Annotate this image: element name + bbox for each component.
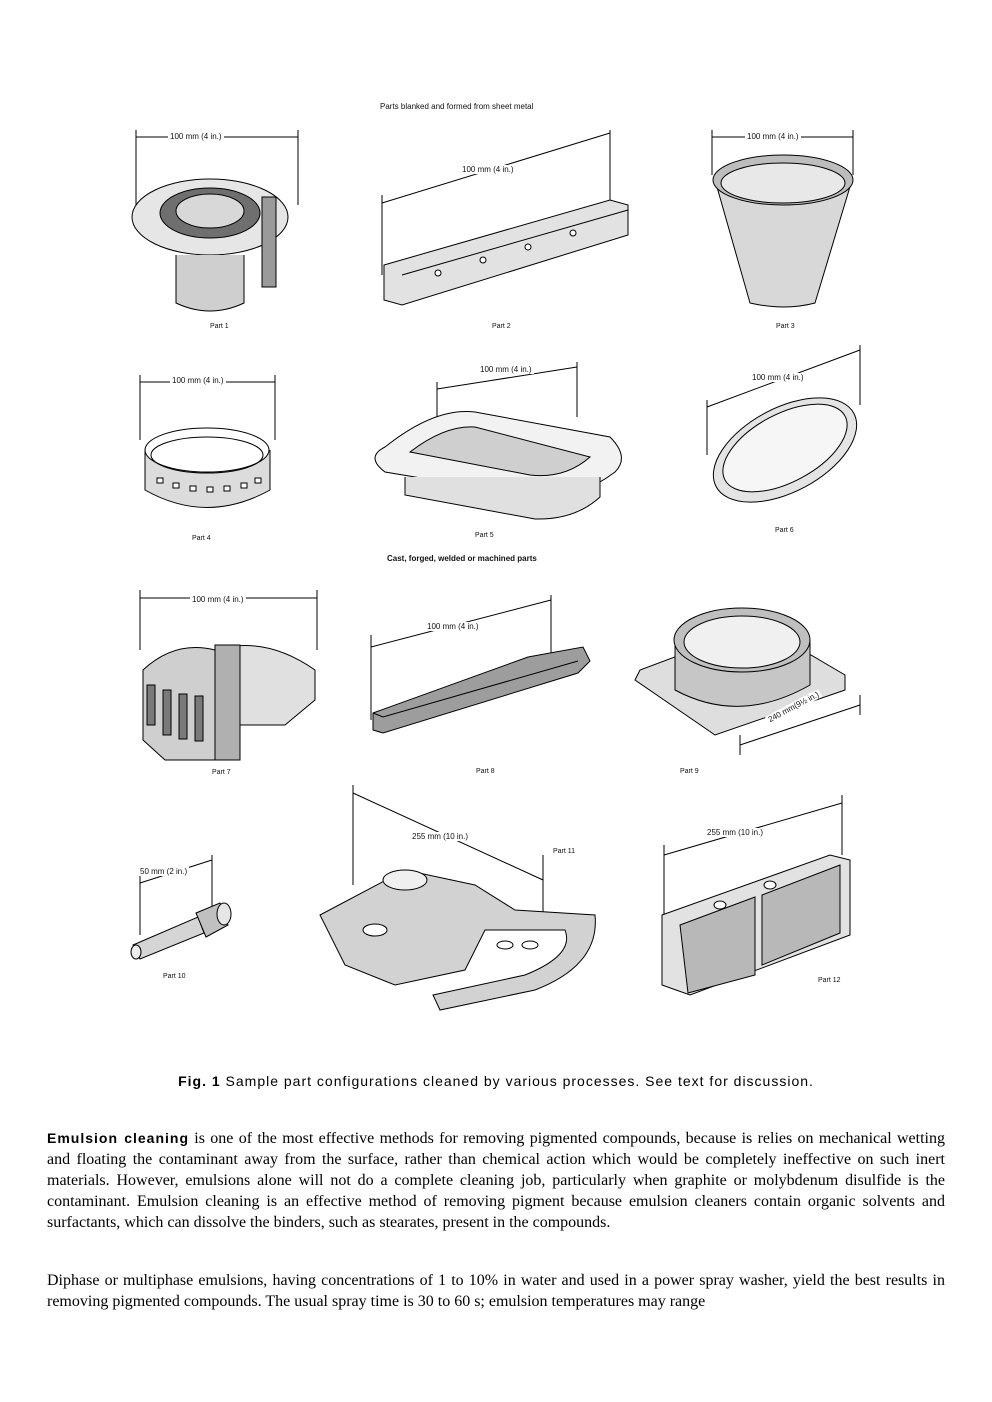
- figure-number: Fig. 1: [178, 1073, 221, 1089]
- part-8-drawing: [370, 595, 591, 734]
- part-6-dimension: 100 mm (4 in.): [750, 373, 806, 382]
- part-12-label: Part 12: [818, 977, 841, 984]
- part-9-label: Part 9: [680, 768, 699, 775]
- part-8-dimension: 100 mm (4 in.): [425, 622, 481, 631]
- part-2-dimension: 100 mm (4 in.): [460, 165, 516, 174]
- part-12-dimension: 255 mm (10 in.): [705, 828, 766, 837]
- part-6-label: Part 6: [775, 527, 794, 534]
- part-8-label: Part 8: [476, 768, 495, 775]
- part-7-label: Part 7: [212, 769, 231, 776]
- part-5-dimension: 100 mm (4 in.): [478, 365, 534, 374]
- part-12-drawing: [661, 795, 851, 996]
- paragraph-diphase-emulsions: Diphase or multiphase emulsions, having …: [47, 1270, 945, 1312]
- part-5-drawing: [374, 362, 622, 520]
- part-7-drawing: [139, 590, 318, 761]
- figure-caption: Fig. 1 Sample part configurations cleane…: [0, 1073, 992, 1089]
- part-10-drawing: [130, 855, 232, 960]
- part-11-dimension: 255 mm (10 in.): [410, 832, 471, 841]
- paragraph-emulsion-cleaning: Emulsion cleaning is one of the most eff…: [47, 1128, 945, 1233]
- figure: Parts blanked and formed from sheet meta…: [100, 95, 900, 1040]
- paragraph-lead-term: Emulsion cleaning: [47, 1130, 189, 1146]
- part-1-drawing: [131, 130, 299, 312]
- part-3-dimension: 100 mm (4 in.): [745, 132, 801, 141]
- part-2-label: Part 2: [492, 323, 511, 330]
- paragraph-body: is one of the most effective methods for…: [47, 1130, 945, 1231]
- figure-caption-text: Sample part configurations cleaned by va…: [225, 1073, 814, 1089]
- section-title-cast: Cast, forged, welded or machined parts: [387, 554, 537, 563]
- part-4-dimension: 100 mm (4 in.): [170, 376, 226, 385]
- part-2-drawing: [381, 130, 629, 306]
- part-3-label: Part 3: [776, 323, 795, 330]
- part-4-label: Part 4: [192, 535, 211, 542]
- part-5-label: Part 5: [475, 532, 494, 539]
- part-4-drawing: [139, 375, 276, 508]
- part-3-drawing: [711, 130, 854, 308]
- part-9-drawing: [634, 607, 861, 755]
- section-title-sheet-metal: Parts blanked and formed from sheet meta…: [380, 102, 534, 111]
- part-10-label: Part 10: [163, 973, 186, 980]
- part-11-drawing: [319, 785, 596, 1011]
- part-10-dimension: 50 mm (2 in.): [138, 867, 190, 876]
- part-1-label: Part 1: [210, 323, 229, 330]
- part-11-label: Part 11: [553, 848, 576, 855]
- paragraph-body: Diphase or multiphase emulsions, having …: [47, 1272, 945, 1310]
- part-1-dimension: 100 mm (4 in.): [168, 132, 224, 141]
- part-6-drawing: [706, 345, 861, 503]
- part-7-dimension: 100 mm (4 in.): [190, 595, 246, 604]
